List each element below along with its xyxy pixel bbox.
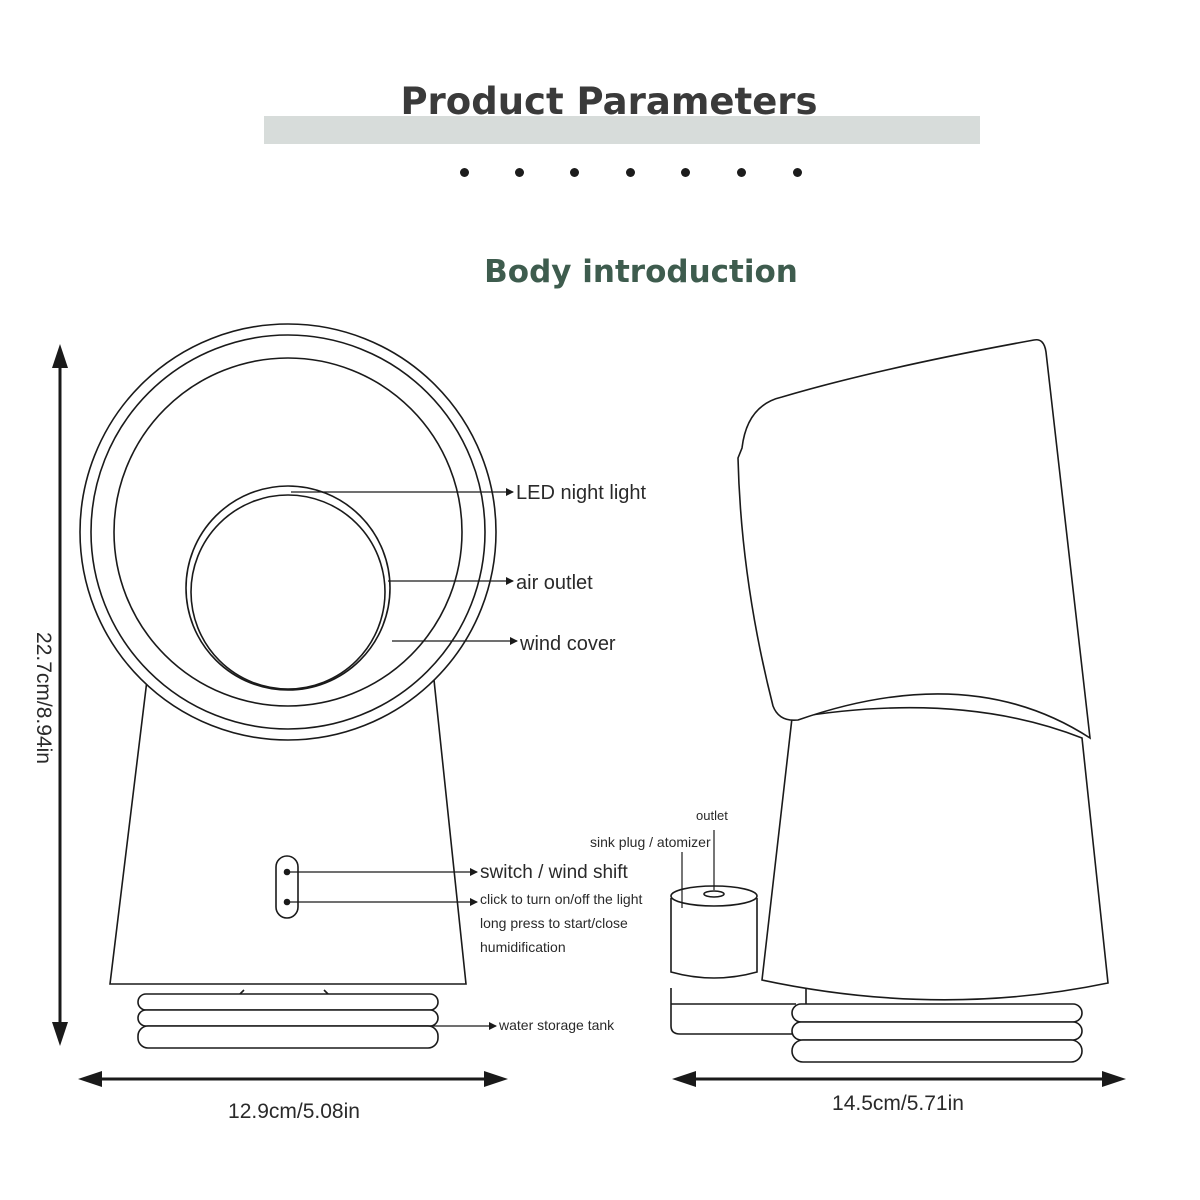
front-width-arrow-right <box>484 1071 508 1087</box>
side-lower-body <box>761 706 1109 1001</box>
front-middle-ring <box>90 334 486 730</box>
water-storage-tank-label: water storage tank <box>498 1017 615 1033</box>
side-callouts <box>681 830 715 908</box>
side-tank-layer-2 <box>791 1021 1083 1041</box>
outlet-label: outlet <box>696 808 728 823</box>
side-base-step <box>670 988 807 1035</box>
dot-7 <box>793 168 802 177</box>
air-outlet-outer <box>185 485 391 691</box>
side-width-arrow-right <box>1102 1071 1126 1087</box>
side-dimensions <box>672 1071 1126 1087</box>
water-tank-layer-1 <box>137 993 439 1011</box>
dot-6 <box>737 168 746 177</box>
dot-2 <box>515 168 524 177</box>
front-view <box>79 323 497 1049</box>
title-underline-bar <box>264 116 980 144</box>
front-inner-ring <box>113 357 463 707</box>
long-press-label: long press to start/close <box>480 915 628 931</box>
dot-5 <box>681 168 690 177</box>
side-width-dimension-label: 14.5cm/5.71in <box>832 1092 964 1115</box>
led-night-light-label: LED night light <box>516 482 647 504</box>
dot-4 <box>626 168 635 177</box>
dot-1 <box>460 168 469 177</box>
front-width-dimension-label: 12.9cm/5.08in <box>228 1100 360 1123</box>
wind-cover-label: wind cover <box>519 633 616 655</box>
front-dimensions <box>52 344 508 1087</box>
click-light-label: click to turn on/off the light <box>480 891 642 907</box>
side-tank-layer-1 <box>791 1003 1083 1023</box>
atomizer-plug <box>703 890 725 898</box>
air-outlet-inner <box>190 494 386 690</box>
front-outer-ring <box>79 323 497 741</box>
switch-wind-shift-label: switch / wind shift <box>480 862 629 883</box>
water-tank-layer-3 <box>137 1025 439 1049</box>
side-upper-head <box>737 338 1091 740</box>
front-body <box>109 679 467 985</box>
front-callouts <box>288 488 518 1030</box>
height-arrow-bottom <box>52 1022 68 1046</box>
atomizer-cylinder <box>670 898 758 979</box>
sink-plug-atomizer-label: sink plug / atomizer <box>590 834 711 850</box>
front-width-arrow-left <box>78 1071 102 1087</box>
air-outlet-label: air outlet <box>516 572 593 594</box>
dot-3 <box>570 168 579 177</box>
side-tank-layer-3 <box>791 1039 1083 1063</box>
page-title: Product Parameters <box>400 80 818 123</box>
section-subtitle: Body introduction <box>484 254 798 290</box>
humidification-label: humidification <box>480 939 566 955</box>
height-arrow-top <box>52 344 68 368</box>
height-dimension-label: 22.7cm/8.94in <box>32 632 55 764</box>
side-width-arrow-left <box>672 1071 696 1087</box>
side-view <box>670 338 1109 1063</box>
water-tank-layer-2 <box>137 1009 439 1027</box>
control-panel <box>275 855 299 919</box>
